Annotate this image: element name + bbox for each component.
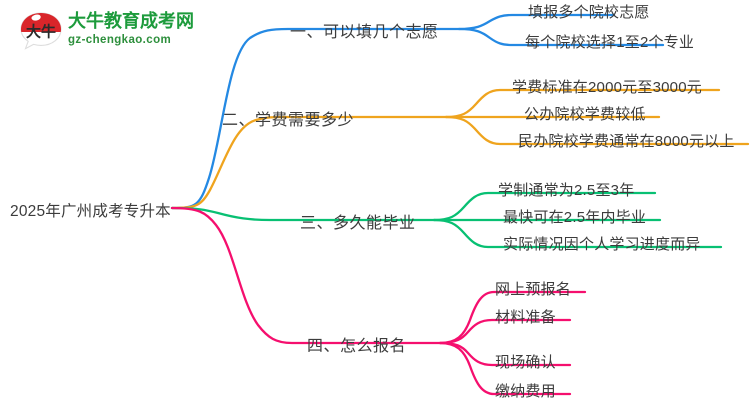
link-branch-1-to-leaf-2: [457, 27, 665, 47]
leaf-node-4-4[interactable]: 缴纳费用: [495, 383, 556, 400]
branch-node-1[interactable]: 一、可以填几个志愿: [290, 24, 439, 41]
link-branch-1-to-leaf-1: [457, 13, 616, 31]
leaf-node-3-3[interactable]: 实际情况因个人学习进度而异: [503, 236, 701, 253]
leaf-node-4-1[interactable]: 网上预报名: [495, 281, 572, 298]
logo-title: 大牛教育成考网: [68, 11, 194, 31]
dianiu-speech-bubble-logo-icon: 大牛: [20, 12, 62, 50]
leaf-node-2-3[interactable]: 民办院校学费通常在8000元以上: [518, 133, 735, 150]
link-branch-3-to-leaf-1: [432, 191, 657, 222]
link-branch-3-to-leaf-3: [432, 218, 723, 249]
logo-url: gz-chengkao.com: [68, 34, 172, 46]
root-node[interactable]: 2025年广州成考专升本: [10, 203, 171, 220]
branch-node-3[interactable]: 三、多久能毕业: [300, 215, 416, 232]
logo-text: 大牛教育成考网 gz-chengkao.com: [68, 10, 208, 48]
leaf-node-2-2[interactable]: 公办院校学费较低: [524, 106, 646, 123]
leaf-node-1-2[interactable]: 每个院校选择1至2个专业: [525, 34, 695, 51]
link-root-to-branch-1: [170, 27, 461, 210]
leaf-node-4-2[interactable]: 材料准备: [495, 309, 556, 326]
leaf-node-2-1[interactable]: 学费标准在2000元至3000元: [512, 79, 702, 96]
site-logo: 大牛 大牛教育成考网 gz-chengkao.com: [18, 8, 208, 56]
link-branch-4-to-leaf-4: [438, 341, 572, 396]
leaf-node-4-3[interactable]: 现场确认: [495, 354, 556, 371]
leaf-node-3-1[interactable]: 学制通常为2.5至3年: [498, 182, 635, 199]
link-branch-4-to-leaf-2: [438, 318, 572, 345]
link-root-to-branch-4: [170, 206, 442, 345]
link-branch-2-to-leaf-1: [444, 88, 721, 119]
branch-node-2[interactable]: 二、学费需要多少: [222, 112, 355, 129]
link-branch-2-to-leaf-3: [444, 115, 750, 146]
link-root-to-branch-2: [170, 115, 448, 210]
leaf-node-3-2[interactable]: 最快可在2.5年内毕业: [503, 209, 647, 226]
leaf-node-1-1[interactable]: 填报多个院校志愿: [528, 4, 650, 21]
branch-node-4[interactable]: 四、怎么报名: [307, 338, 407, 355]
svg-text:大牛: 大牛: [26, 23, 56, 41]
